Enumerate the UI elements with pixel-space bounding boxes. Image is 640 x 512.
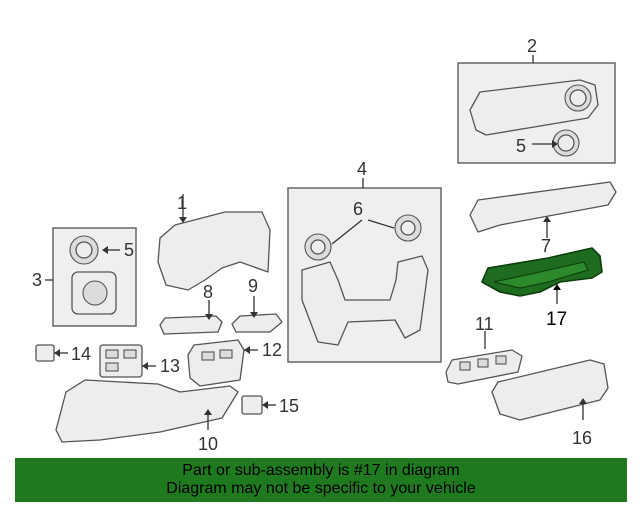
part-info-banner: Part or sub-assembly is #17 in diagram D… [15,458,627,502]
callout-16: 16 [572,428,592,448]
callout-14: 14 [71,344,91,364]
arrow-14 [54,349,60,357]
switch-panel-part-8 [159,315,223,335]
arrow-8 [205,314,213,320]
switch-slot-11b [477,358,489,368]
cluster-bezel-part-1 [157,211,271,291]
trim-piece-part-9 [231,313,283,333]
switch-base-part-12 [187,339,245,387]
callout-9: 9 [248,276,258,296]
callout-4: 4 [357,159,367,179]
arrow-17 [553,284,561,290]
arrow-12 [244,346,250,354]
vent-knob-inner [569,89,587,107]
callout-3: 3 [32,270,42,290]
arrow-13 [142,362,148,370]
arrow-7 [543,216,551,222]
arrow-5-top [552,140,558,148]
arrow-1 [179,217,187,223]
arrow-15 [262,401,268,409]
callout-7: 7 [541,236,551,256]
exploded-parts-diagram: 2 5 3 5 1 4 6 7 17 8 9 [32,36,617,454]
vent-housing-ring [82,280,108,306]
arrow-9 [250,312,258,318]
callout-2: 2 [527,36,537,56]
air-vent-part-6-left-inner [310,239,326,255]
center-panel-part-4 [301,255,429,346]
air-vent-part-5-top-inner [557,134,575,152]
arrow-16 [579,398,587,404]
switch-slot-12a [201,351,215,361]
air-vent-part-6-right-inner [400,220,416,236]
callout-10: 10 [198,434,218,454]
switch-part-14 [35,344,55,362]
callout-5-top: 5 [516,136,526,156]
switch-slot-13c [105,362,119,372]
air-vent-part-5-left-inner [75,241,93,259]
callout-13: 13 [160,356,180,376]
lower-dash-part-10 [55,379,239,443]
callout-11: 11 [475,314,494,334]
banner-line-2: Diagram may not be specific to your vehi… [166,480,476,497]
callout-5-left: 5 [124,240,134,260]
leader-line-6a [331,219,363,245]
upper-trim-part-7 [469,181,617,233]
callout-6: 6 [353,199,363,219]
switch-slot-11c [495,355,507,365]
banner-line-1: Part or sub-assembly is #17 in diagram [182,462,460,479]
switch-slot-11a [459,361,471,371]
switch-part-15 [241,395,263,415]
highlighted-part-17-detail [493,261,589,289]
switch-slot-13b [123,349,137,359]
lower-panel-part-16 [491,359,609,421]
arrow-5-left [102,246,108,254]
switch-slot-12b [219,349,233,359]
callout-17: 17 [546,309,567,330]
callout-15: 15 [279,396,299,416]
leader-line-6b [367,219,395,229]
arrow-10 [204,409,212,415]
callout-8: 8 [203,282,213,302]
callout-1: 1 [177,193,187,213]
switch-slot-13a [105,349,119,359]
callout-12: 12 [262,340,282,360]
